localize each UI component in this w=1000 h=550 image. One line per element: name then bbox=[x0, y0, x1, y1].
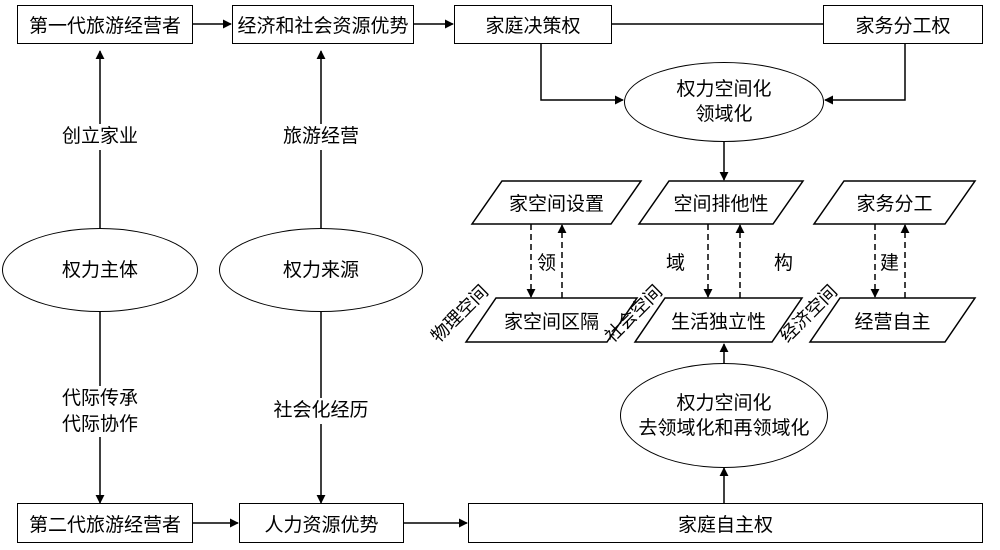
box-family-autonomy: 家庭自主权 bbox=[468, 503, 983, 543]
edge-label-tourism-operation: 旅游经营 bbox=[277, 124, 365, 150]
edge-label-socialization: 社会化经历 bbox=[268, 398, 374, 424]
box-human-resource-advantage: 人力资源优势 bbox=[239, 503, 404, 543]
oval-source-label: 权力来源 bbox=[282, 258, 359, 281]
para-self-operation bbox=[808, 297, 977, 343]
edge-label-intergenerational: 代际传承 代际协作 bbox=[56, 386, 144, 438]
construction-char-1: 领 bbox=[537, 252, 557, 274]
oval-subject-label: 权力主体 bbox=[61, 258, 138, 281]
oval-deterritorial-line2: 去领域化和再领域化 bbox=[638, 416, 810, 439]
box-autonomy-label: 家庭自主权 bbox=[677, 513, 773, 536]
box-econ-social-label: 经济和社会资源优势 bbox=[237, 15, 409, 37]
oval-territorialization: 权力空间化 领域化 bbox=[624, 62, 824, 142]
para-label-housework: 家务分工 bbox=[814, 181, 975, 224]
para-housework bbox=[812, 180, 977, 225]
para-label-self-operation: 经营自主 bbox=[810, 298, 975, 342]
edge-socialization-text: 社会化经历 bbox=[273, 399, 369, 421]
construction-char-3: 构 bbox=[774, 252, 794, 274]
oval-territorial-line1: 权力空间化 bbox=[676, 78, 772, 101]
para-label-separation: 家空间区隔 bbox=[466, 298, 637, 342]
construction-char-4: 建 bbox=[880, 252, 900, 274]
edge-inherit-line2: 代际协作 bbox=[61, 412, 138, 435]
oval-deterritorialization: 权力空间化 去领域化和再领域化 bbox=[620, 363, 828, 468]
box-econ-social-advantage: 经济和社会资源优势 bbox=[232, 5, 414, 44]
para-label-exclusivity: 空间排他性 bbox=[639, 181, 803, 224]
edge-inherit-line1: 代际传承 bbox=[61, 387, 138, 409]
edge-label-found-business: 创立家业 bbox=[56, 124, 144, 150]
para-space-setting bbox=[470, 180, 643, 225]
para-independence bbox=[633, 297, 804, 343]
housework-text: 家务分工 bbox=[856, 193, 933, 215]
box-housework-division-right: 家务分工权 bbox=[823, 5, 983, 44]
exclusivity-text: 空间排他性 bbox=[673, 193, 769, 215]
construction-char-2: 域 bbox=[666, 252, 686, 274]
para-separation bbox=[464, 297, 639, 343]
arrow-division-to-oval bbox=[824, 43, 906, 105]
box-family-decision-right: 家庭决策权 bbox=[454, 5, 612, 44]
oval-power-subject: 权力主体 bbox=[2, 228, 198, 312]
independence-text: 生活独立性 bbox=[670, 310, 766, 333]
box-second-gen-label: 第二代旅游经营者 bbox=[28, 513, 181, 536]
separation-text: 家空间区隔 bbox=[503, 310, 599, 333]
edge-tourism-text: 旅游经营 bbox=[282, 125, 359, 147]
box-human-capital-label: 人力资源优势 bbox=[264, 513, 379, 536]
box-second-gen-operator: 第二代旅游经营者 bbox=[17, 503, 193, 543]
para-label-space-setting: 家空间设置 bbox=[472, 181, 641, 224]
box-first-gen-operator: 第一代旅游经营者 bbox=[17, 5, 193, 44]
space-setting-text: 家空间设置 bbox=[508, 193, 604, 215]
para-exclusivity bbox=[637, 180, 805, 225]
oval-deterritorial-line1: 权力空间化 bbox=[676, 391, 772, 414]
box-decision-label: 家庭决策权 bbox=[485, 15, 581, 37]
self-operation-text: 经营自主 bbox=[854, 310, 931, 333]
oval-power-source: 权力来源 bbox=[219, 228, 423, 312]
box-first-gen-label: 第一代旅游经营者 bbox=[28, 15, 181, 37]
oval-territorial-line2: 领域化 bbox=[695, 103, 753, 125]
arrow-decision-to-oval bbox=[540, 43, 624, 105]
para-label-independence: 生活独立性 bbox=[635, 298, 802, 342]
box-division-right-label: 家务分工权 bbox=[855, 15, 951, 37]
edge-found-text: 创立家业 bbox=[61, 125, 138, 147]
